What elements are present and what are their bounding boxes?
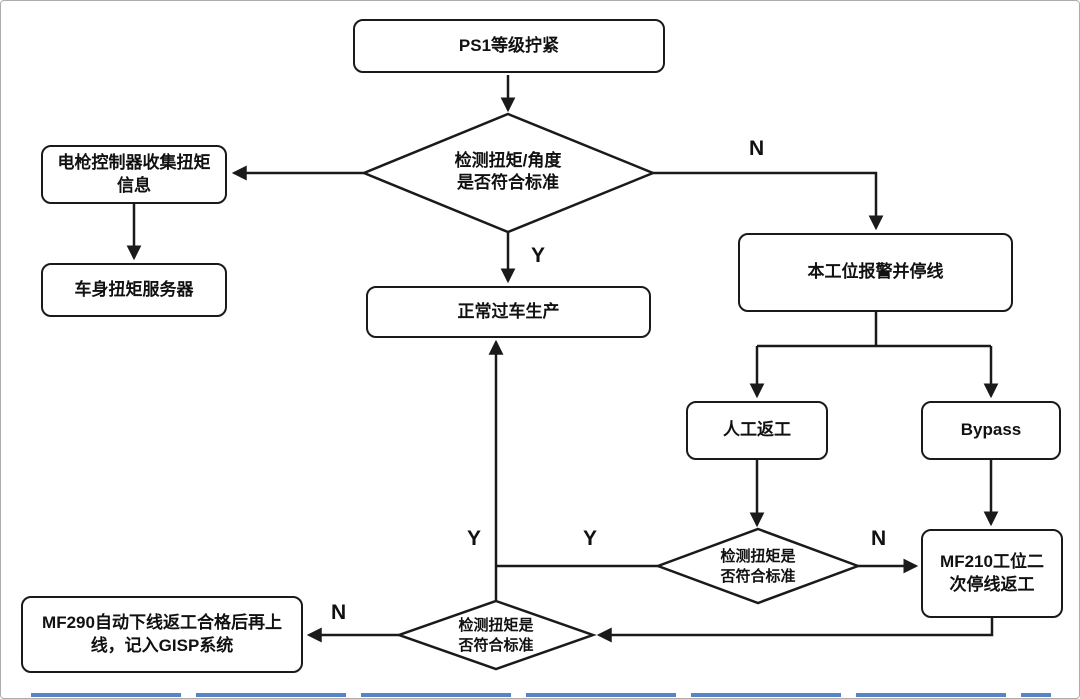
decision1-line2: 是否符合标准 (457, 173, 559, 193)
edge-label-n-to-mf210: N (871, 527, 887, 550)
node-ps1-tightening: PS1等级拧紧 (353, 19, 665, 73)
decision2-diamond (654, 527, 862, 605)
node-torque-server: 车身扭矩服务器 (41, 263, 227, 317)
node-manual-rework: 人工返工 (686, 401, 828, 460)
decision3-label: 检测扭矩是 否符合标准 (436, 616, 556, 655)
node-gun-controller: 电枪控制器收集扭矩信息 (41, 145, 227, 204)
decision1-diamond (360, 112, 657, 234)
decision3-line2: 否符合标准 (458, 636, 534, 654)
edge-label-y-merge-up: Y (467, 527, 482, 550)
edge-mf210-to-decision3 (596, 618, 994, 643)
node-bypass: Bypass (921, 401, 1061, 460)
edge-label-n-to-mf290: N (331, 601, 347, 624)
node-mf290-rework: MF290自动下线返工合格后再上线，记入GISP系统 (21, 596, 303, 673)
node-normal-production: 正常过车生产 (366, 286, 651, 338)
node-mf210-rework: MF210工位二次停线返工 (921, 529, 1063, 618)
edge-label-y-to-production: Y (531, 244, 546, 267)
edge-label-n-to-alarm: N (749, 137, 765, 160)
decision2-line1: 检测扭矩是 (720, 548, 796, 565)
decision3-line1: 检测扭矩是 (458, 617, 534, 634)
decision1-label: 检测扭矩/角度 是否符合标准 (398, 150, 618, 194)
decision2-label: 检测扭矩是 否符合标准 (698, 547, 818, 586)
bottom-edge-artifact (31, 693, 1051, 697)
edge-label-y-from-decision2: Y (583, 527, 598, 550)
decision2-line2: 否符合标准 (720, 567, 796, 585)
edge-decision1-no-to-alarm (653, 171, 884, 231)
decision1-line1: 检测扭矩/角度 (454, 151, 562, 170)
node-station-alarm: 本工位报警并停线 (738, 233, 1013, 312)
decision3-diamond (395, 599, 597, 671)
